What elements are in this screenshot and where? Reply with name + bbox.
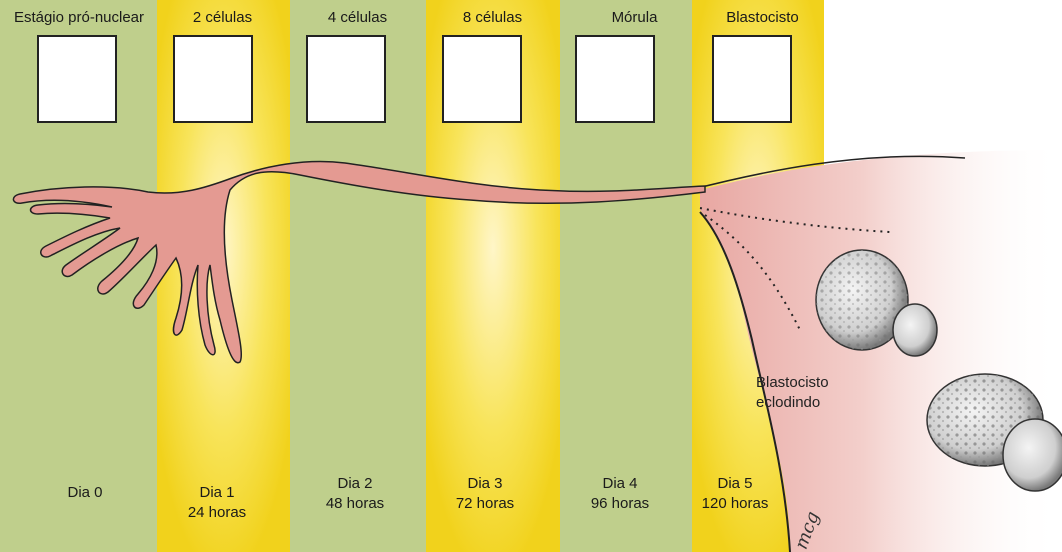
stage-label-2-cells: 2 células (160, 9, 285, 26)
stage-box-3 (442, 35, 522, 123)
stage-box-1 (173, 35, 253, 123)
annotation-line-1: Blastocisto (756, 373, 829, 393)
stage-box-4 (575, 35, 655, 123)
day-label-5: Dia 5 120 horas (690, 474, 780, 514)
stage-label-4-cells: 4 células (295, 9, 420, 26)
day-2-text: Dia 2 (310, 474, 400, 494)
day-label-3: Dia 3 72 horas (440, 474, 530, 514)
day-3-text: Dia 3 (440, 474, 530, 494)
day-1-hours: 24 horas (172, 503, 262, 523)
stage-label-pronuclear: Estágio pró-nuclear (3, 9, 155, 26)
day-0-text: Dia 0 (50, 483, 120, 503)
day-label-1: Dia 1 24 horas (172, 483, 262, 523)
annotation-line-2: eclodindo (756, 393, 829, 413)
stage-label-morula: Mórula (572, 9, 697, 26)
day-4-hours: 96 horas (575, 494, 665, 514)
stage-box-0 (37, 35, 117, 123)
day-5-hours: 120 horas (690, 494, 780, 514)
day-label-4: Dia 4 96 horas (575, 474, 665, 514)
stage-box-2 (306, 35, 386, 123)
stage-label-blastocyst: Blastocisto (700, 9, 825, 26)
day-3-hours: 72 horas (440, 494, 530, 514)
hatching-annotation: Blastocisto eclodindo (756, 373, 829, 413)
stage-box-5 (712, 35, 792, 123)
day-5-text: Dia 5 (690, 474, 780, 494)
day-label-2: Dia 2 48 horas (310, 474, 400, 514)
stage-label-8-cells: 8 células (430, 9, 555, 26)
day-label-0: Dia 0 (50, 483, 120, 503)
day-2-hours: 48 horas (310, 494, 400, 514)
day-4-text: Dia 4 (575, 474, 665, 494)
day-1-text: Dia 1 (172, 483, 262, 503)
